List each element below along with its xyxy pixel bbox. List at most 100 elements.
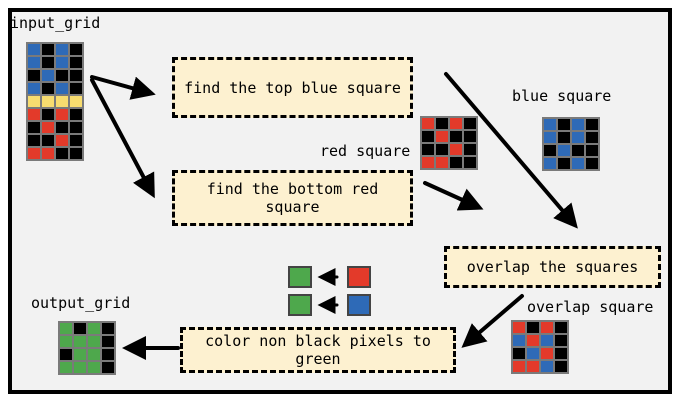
blue-square-grid: [542, 117, 600, 171]
grid-cell: [558, 132, 570, 143]
grid-cell: [56, 109, 68, 120]
grid-cell: [436, 144, 448, 155]
grid-cell: [527, 348, 539, 359]
grid-cell: [450, 118, 462, 129]
grid-cell: [70, 83, 82, 94]
red-square-label: red square: [320, 142, 411, 160]
grid-cell: [555, 335, 567, 346]
grid-cell: [42, 109, 54, 120]
grid-cell: [558, 158, 570, 169]
grid-cell: [572, 119, 584, 130]
output-grid: [58, 321, 116, 375]
grid-cell: [74, 336, 86, 347]
grid-cell: [28, 135, 40, 146]
grid-cell: [544, 119, 556, 130]
grid-cell: [558, 119, 570, 130]
grid-cell: [28, 57, 40, 68]
grid-cell: [28, 70, 40, 81]
grid-cell: [60, 362, 72, 373]
arrow-find-red-to-overlap: [423, 181, 484, 211]
grid-cell: [28, 96, 40, 107]
grid-cell: [572, 132, 584, 143]
grid-cell: [541, 322, 553, 333]
arrow-input-to-find-red: [90, 78, 155, 199]
step-color-green-text: color non black pixels to green: [205, 332, 431, 368]
grid-cell: [70, 109, 82, 120]
legend-green-swatch-2: [288, 294, 312, 316]
grid-cell: [42, 122, 54, 133]
grid-cell: [56, 44, 68, 55]
grid-cell: [513, 335, 525, 346]
grid-cell: [544, 132, 556, 143]
grid-cell: [555, 361, 567, 372]
grid-cell: [586, 119, 598, 130]
grid-cell: [88, 336, 100, 347]
grid-cell: [74, 362, 86, 373]
overlap-square-label: overlap square: [527, 298, 654, 316]
grid-cell: [422, 157, 434, 168]
input-grid-label: input_grid: [10, 14, 101, 32]
output-grid-label: output_grid: [31, 294, 131, 312]
grid-cell: [28, 122, 40, 133]
grid-cell: [70, 57, 82, 68]
grid-cell: [464, 118, 476, 129]
grid-cell: [42, 44, 54, 55]
grid-cell: [544, 158, 556, 169]
grid-cell: [450, 131, 462, 142]
grid-cell: [70, 122, 82, 133]
grid-cell: [436, 131, 448, 142]
arrow-find-blue-to-overlap: [444, 72, 578, 229]
grid-cell: [42, 83, 54, 94]
grid-cell: [464, 144, 476, 155]
grid-cell: [70, 135, 82, 146]
grid-cell: [74, 349, 86, 360]
grid-cell: [544, 145, 556, 156]
grid-cell: [422, 118, 434, 129]
grid-cell: [56, 135, 68, 146]
blue-square-label: blue square: [512, 87, 612, 105]
grid-cell: [555, 322, 567, 333]
grid-cell: [70, 96, 82, 107]
grid-cell: [74, 323, 86, 334]
grid-cell: [527, 322, 539, 333]
grid-cell: [56, 122, 68, 133]
grid-cell: [60, 349, 72, 360]
grid-cell: [56, 83, 68, 94]
grid-cell: [422, 144, 434, 155]
grid-cell: [28, 148, 40, 159]
grid-cell: [42, 135, 54, 146]
grid-cell: [558, 145, 570, 156]
grid-cell: [28, 109, 40, 120]
grid-cell: [88, 323, 100, 334]
grid-cell: [70, 70, 82, 81]
grid-cell: [42, 96, 54, 107]
grid-cell: [541, 361, 553, 372]
grid-cell: [541, 335, 553, 346]
grid-cell: [88, 349, 100, 360]
grid-cell: [60, 323, 72, 334]
grid-cell: [28, 83, 40, 94]
arrow-overlap-to-color: [461, 294, 524, 348]
grid-cell: [527, 361, 539, 372]
grid-cell: [572, 158, 584, 169]
grid-cell: [513, 322, 525, 333]
grid-cell: [102, 323, 114, 334]
grid-cell: [586, 158, 598, 169]
legend-green-swatch-1: [288, 266, 312, 288]
grid-cell: [586, 132, 598, 143]
grid-cell: [513, 361, 525, 372]
grid-cell: [56, 70, 68, 81]
step-find-bottom-red-text: find the bottom red square: [206, 180, 379, 216]
grid-cell: [70, 44, 82, 55]
grid-cell: [42, 70, 54, 81]
step-find-top-blue-text: find the top blue square: [184, 78, 401, 97]
legend-red-swatch: [347, 266, 371, 288]
grid-cell: [513, 348, 525, 359]
grid-cell: [28, 44, 40, 55]
grid-cell: [88, 362, 100, 373]
grid-cell: [60, 336, 72, 347]
input-grid: [26, 42, 84, 161]
grid-cell: [586, 145, 598, 156]
grid-cell: [42, 148, 54, 159]
